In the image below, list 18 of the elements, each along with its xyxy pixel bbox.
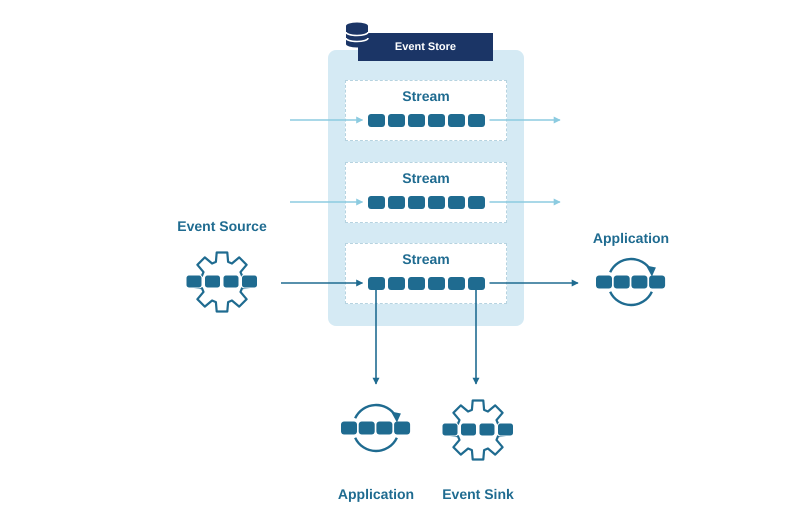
stream-box xyxy=(345,243,507,304)
arrow xyxy=(490,116,561,124)
arrow xyxy=(472,290,480,385)
arrow xyxy=(490,280,579,286)
stream-label: Stream xyxy=(401,251,451,267)
arrow xyxy=(281,280,364,286)
node-label: Event Source xyxy=(176,218,268,234)
arrow xyxy=(290,116,364,124)
stream-label: Stream xyxy=(401,88,451,104)
arrow xyxy=(372,290,380,385)
arrow xyxy=(290,198,364,206)
stream-label: Stream xyxy=(401,170,451,186)
node-label: Application xyxy=(592,230,670,246)
stream-box xyxy=(345,80,507,141)
stream-box xyxy=(345,162,507,223)
arrow xyxy=(490,198,561,206)
node-label: Event Sink xyxy=(441,486,515,502)
node-label: Application xyxy=(336,486,416,502)
